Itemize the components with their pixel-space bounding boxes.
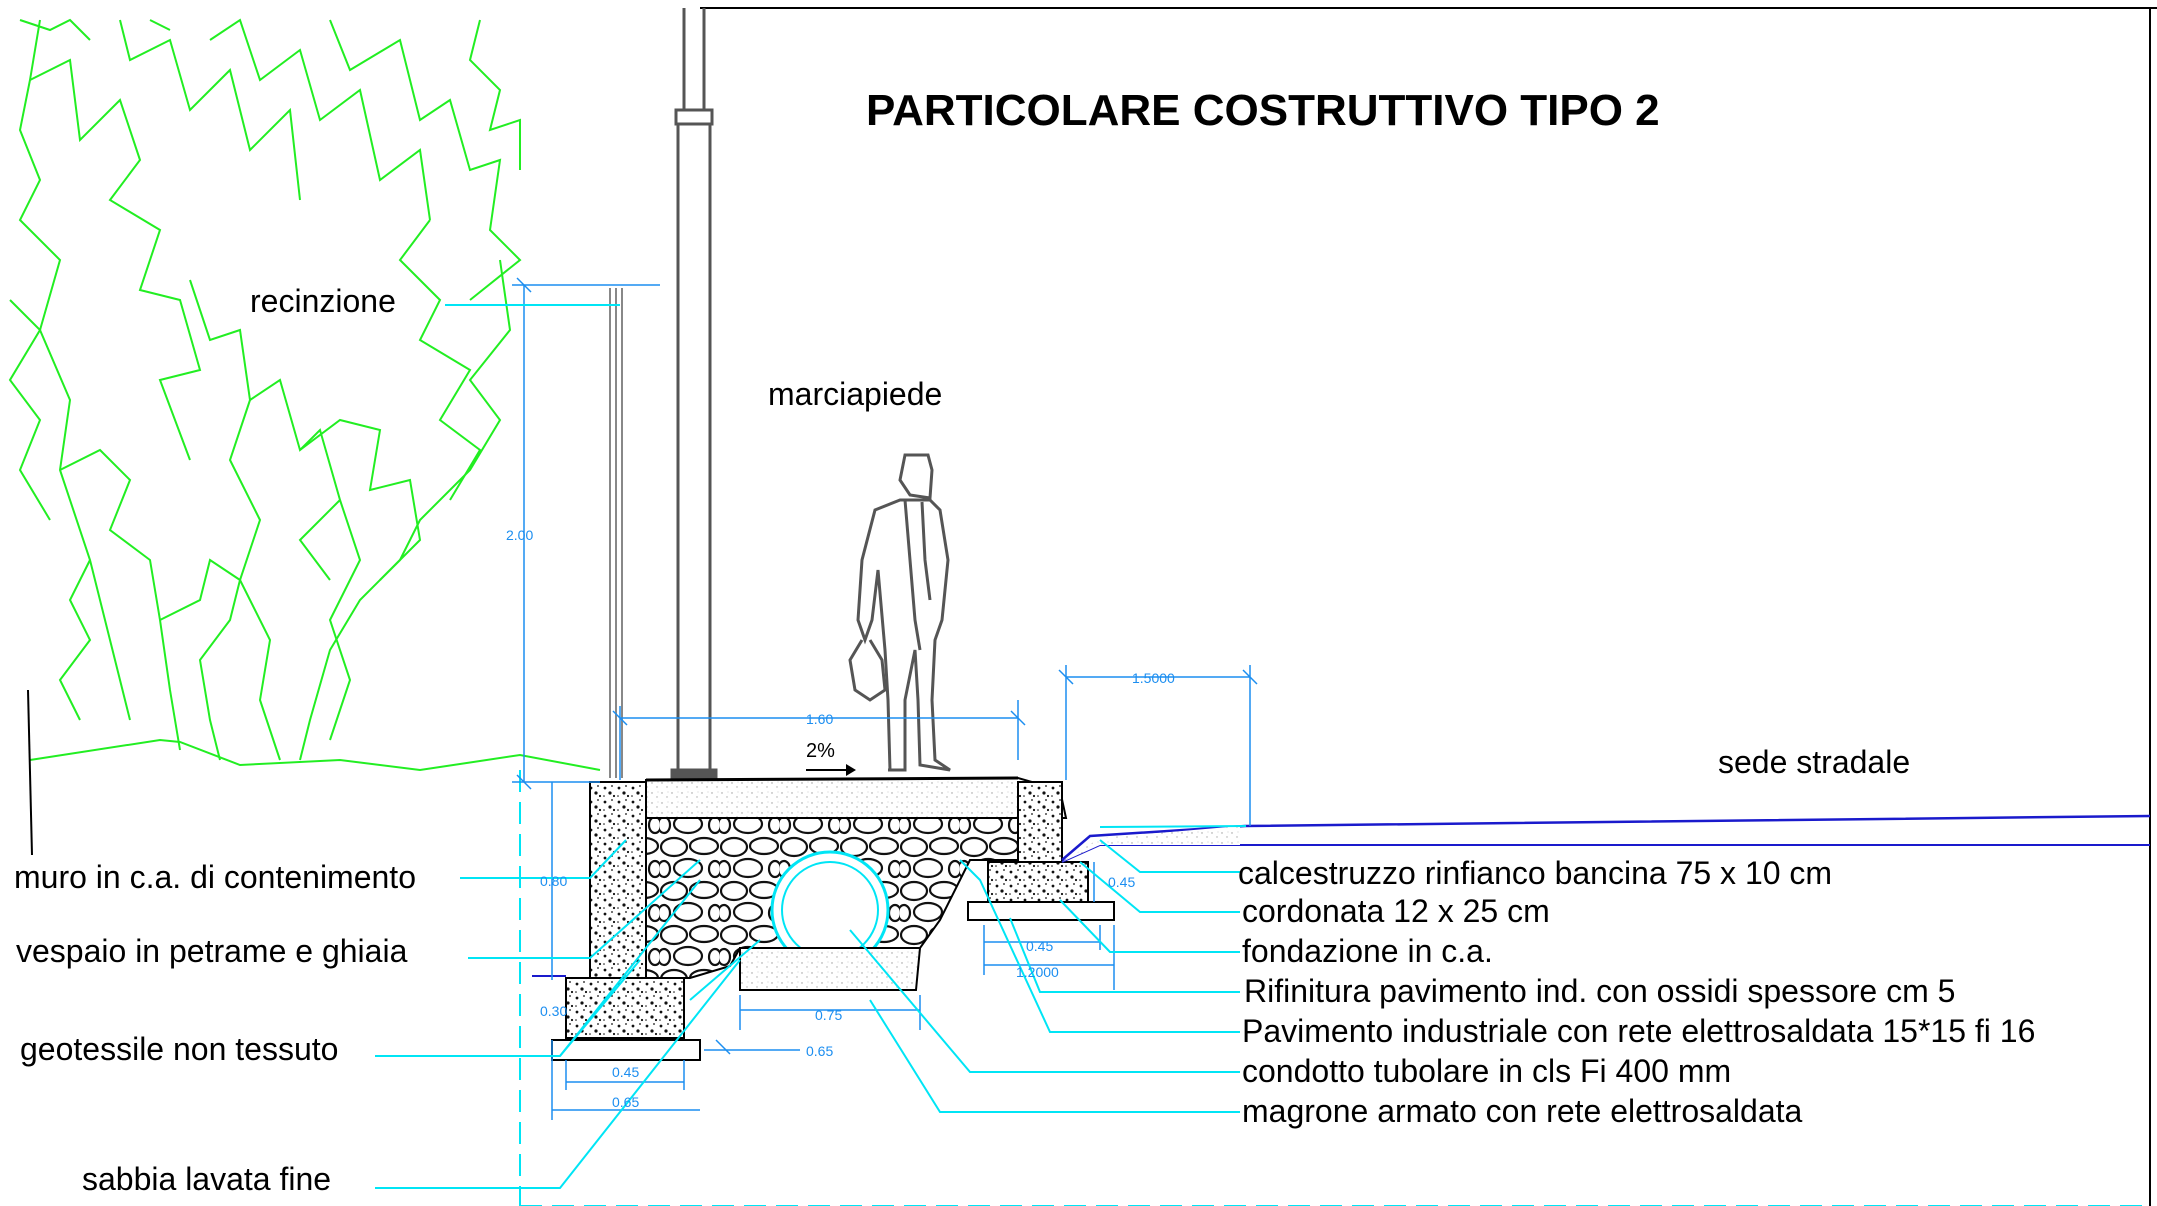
dim-pipe-bed: 0.75 [815,1007,842,1023]
label-condotto: condotto tubolare in cls Fi 400 mm [1242,1053,1731,1089]
dim-footing-inner: 0.45 [612,1064,639,1080]
dim-road-offset: 1.5000 [1132,670,1175,686]
label-fondazione: fondazione in c.a. [1242,933,1493,969]
fence [609,288,623,778]
wall-footing [565,977,685,1039]
dimension-texts: 2.00 1.60 1.5000 0.80 0.30 0.45 0.65 0.7… [506,527,1175,1110]
person-silhouette [848,453,951,772]
label-calcestruzzo: calcestruzzo rinfianco bancina 75 x 10 c… [1238,855,1832,891]
pipe-bedding [739,947,922,991]
slope-indicator: 2% [806,740,856,776]
drawing-title: PARTICOLARE COSTRUTTIVO TIPO 2 [866,86,1660,135]
label-rifinitura: Rifinitura pavimento ind. con ossidi spe… [1244,973,1955,1009]
label-marciapiede: marciapiede [768,376,942,412]
dim-curb-base: 0.45 [1026,938,1053,954]
footing-base [551,1039,701,1061]
tree-vegetation [8,18,601,772]
retaining-wall [589,781,647,979]
road-surface [1061,814,2151,863]
label-geotessile: geotessile non tessuto [20,1031,338,1067]
label-magrone: magrone armato con rete elettrosaldata [1242,1093,1803,1129]
sidewalk-structure [551,776,1115,1061]
leader-lines [375,304,1240,1189]
ground-lines [27,689,2150,1206]
dim-footing-height: 0.30 [540,1003,567,1019]
dim-wall-height: 0.80 [540,873,567,889]
dim-fence-height: 2.00 [506,527,533,543]
curb-foundation [967,901,1115,921]
dim-footing-outer: 0.65 [612,1094,639,1110]
dim-sidewalk-width: 1.60 [806,711,833,727]
curb-bedding [987,861,1089,903]
label-vespaio: vespaio in petrame e ghiaia [16,933,408,969]
label-pavimento: Pavimento industriale con rete elettrosa… [1242,1013,2035,1049]
component-labels: recinzione marciapiede sede stradale mur… [14,283,2035,1197]
dim-curb-height: 0.45 [1108,874,1135,890]
lamp-post [670,8,718,780]
curb-stone [1017,781,1063,863]
dim-curb-total: 1.2000 [1016,964,1059,980]
label-sede-stradale: sede stradale [1718,744,1910,780]
dim-pipe-bed-side: 0.65 [806,1043,833,1059]
slope-label: 2% [806,740,835,762]
sidewalk-slab [645,776,1068,819]
drawing-frame [700,7,2157,1206]
label-recinzione: recinzione [250,283,396,319]
label-cordonata: cordonata 12 x 25 cm [1242,893,1550,929]
label-sabbia: sabbia lavata fine [82,1161,331,1197]
dimension-lines [512,277,1258,1120]
label-muro: muro in c.a. di contenimento [14,859,416,895]
